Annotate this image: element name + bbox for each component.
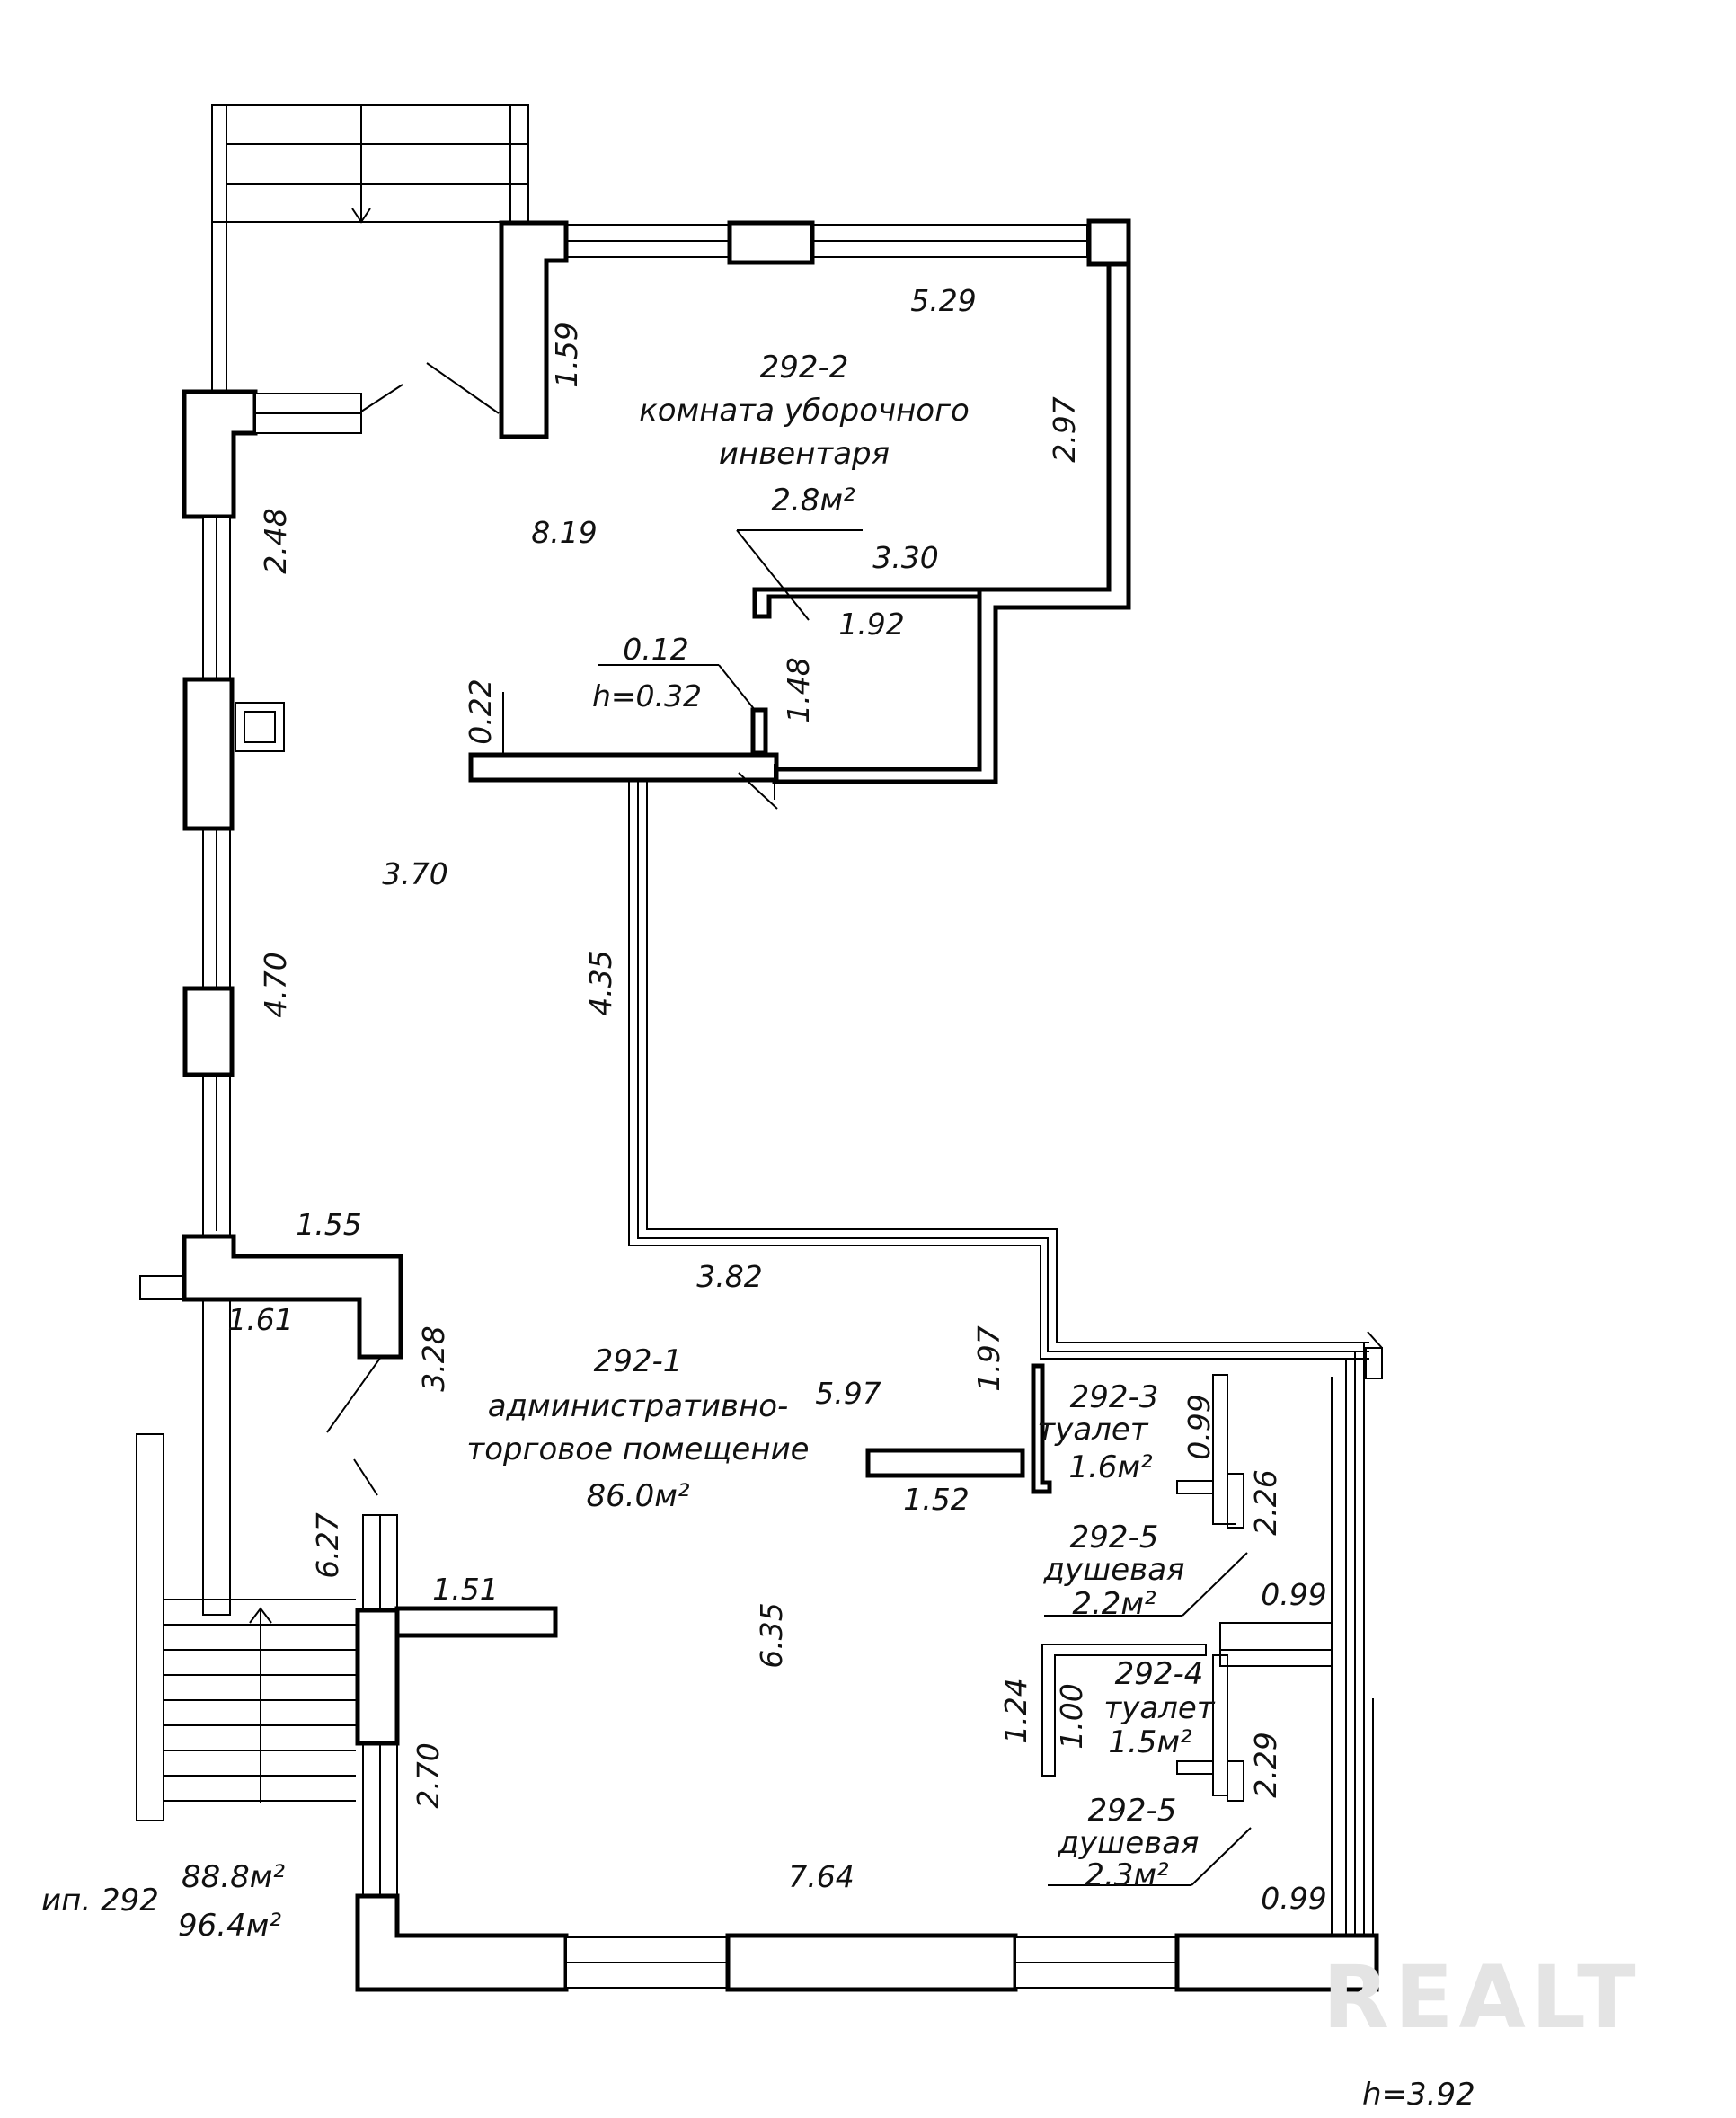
left-outer-wall — [139, 384, 403, 1616]
upper-wing-walls — [426, 218, 1131, 810]
svg-text:туалет: туалет — [1103, 1690, 1215, 1726]
leader-lines — [598, 529, 863, 711]
dim-6-35: 6.35 — [754, 1602, 789, 1668]
dim-3-28: 3.28 — [416, 1325, 451, 1391]
svg-text:1.5м²: 1.5м² — [1108, 1724, 1192, 1760]
footer-notes: ип. 292 88.8м² 96.4м² h=3.92 — [41, 1859, 1475, 2113]
dim-4-35: 4.35 — [583, 950, 618, 1015]
plan-id-label: ип. 292 — [41, 1883, 159, 1919]
bottom-outer-wall — [355, 1893, 1379, 1992]
dim-1-48: 1.48 — [781, 657, 816, 722]
svg-text:душевая: душевая — [1058, 1825, 1200, 1861]
dim-2-29: 2.29 — [1248, 1732, 1283, 1797]
room-292-4-label: 292-4 туалет 1.5м² — [1103, 1656, 1215, 1760]
svg-text:комната уборочного: комната уборочного — [639, 393, 970, 429]
dim-0-22: 0.22 — [463, 678, 498, 744]
dim-h-0-32: h=0.32 — [592, 678, 702, 713]
svg-text:2.3м²: 2.3м² — [1085, 1857, 1169, 1893]
svg-text:1.6м²: 1.6м² — [1068, 1449, 1153, 1485]
dimension-labels: 5.29 1.59 2.97 8.19 3.30 1.92 2.48 0.12 … — [227, 283, 1326, 1916]
dim-7-64: 7.64 — [788, 1859, 854, 1894]
ceiling-height: h=3.92 — [1362, 2077, 1475, 2113]
dim-0-99-a: 0.99 — [1182, 1394, 1217, 1459]
svg-text:туалет: туалет — [1037, 1412, 1148, 1448]
lower-staircase — [136, 1433, 356, 1821]
watermark-logo: REALT — [1323, 1947, 1642, 2048]
svg-text:2.8м²: 2.8м² — [771, 483, 855, 518]
dim-2-26: 2.26 — [1248, 1469, 1283, 1535]
main-door — [326, 1356, 382, 1496]
svg-text:292-4: 292-4 — [1115, 1656, 1204, 1692]
svg-text:292-5: 292-5 — [1070, 1520, 1159, 1555]
dim-8-19: 8.19 — [531, 515, 597, 550]
dim-2-97: 2.97 — [1047, 396, 1082, 462]
room-292-3-label: 292-3 туалет 1.6м² — [1037, 1379, 1158, 1485]
dim-6-27: 6.27 — [310, 1512, 345, 1578]
dim-1-92: 1.92 — [838, 607, 904, 642]
svg-text:административно-: административно- — [488, 1388, 789, 1424]
dim-0-12: 0.12 — [623, 632, 688, 667]
dim-1-24: 1.24 — [998, 1678, 1033, 1743]
dim-2-48: 2.48 — [258, 508, 293, 573]
room-292-5a-label: 292-5 душевая 2.2м² — [1043, 1520, 1185, 1622]
svg-text:292-3: 292-3 — [1070, 1379, 1159, 1415]
svg-text:292-1: 292-1 — [594, 1343, 683, 1379]
svg-text:инвентаря: инвентаря — [719, 436, 890, 472]
dim-4-70: 4.70 — [258, 952, 293, 1017]
dim-0-99-c: 0.99 — [1261, 1881, 1326, 1916]
dim-1-59: 1.59 — [549, 322, 584, 387]
top-staircase — [211, 104, 529, 398]
svg-text:292-5: 292-5 — [1088, 1793, 1177, 1829]
room-292-5b-label: 292-5 душевая 2.3м² — [1058, 1793, 1200, 1893]
lower-left-wall — [355, 1514, 558, 1906]
central-double-wall — [628, 780, 1369, 1360]
dim-3-30: 3.30 — [872, 540, 938, 575]
room-292-2-label: 292-2 комната уборочного инвентаря 2.8м² — [639, 350, 970, 518]
svg-text:душевая: душевая — [1043, 1552, 1185, 1588]
svg-text:2.2м²: 2.2м² — [1072, 1586, 1156, 1622]
dim-5-97: 5.97 — [815, 1376, 881, 1411]
dim-3-70: 3.70 — [382, 856, 447, 891]
total-area-1: 88.8м² — [182, 1859, 285, 1895]
dim-1-51: 1.51 — [432, 1572, 498, 1607]
total-area-2: 96.4м² — [178, 1908, 281, 1944]
dim-5-29: 5.29 — [910, 283, 976, 318]
svg-text:292-2: 292-2 — [760, 350, 849, 385]
svg-text:торговое помещение: торговое помещение — [466, 1431, 809, 1467]
dim-1-61: 1.61 — [227, 1302, 293, 1337]
dim-1-52: 1.52 — [903, 1482, 969, 1517]
sanitary-partitions — [865, 1363, 1333, 1886]
dim-1-55: 1.55 — [296, 1207, 361, 1242]
dim-1-00: 1.00 — [1054, 1683, 1089, 1749]
svg-text:86.0м²: 86.0м² — [587, 1478, 690, 1514]
dim-3-82: 3.82 — [696, 1259, 762, 1294]
dim-2-70: 2.70 — [411, 1742, 446, 1808]
dim-1-97: 1.97 — [971, 1325, 1006, 1391]
dim-0-99-b: 0.99 — [1261, 1577, 1326, 1612]
right-side-walls — [1331, 1331, 1383, 1937]
room-292-1-label: 292-1 административно- торговое помещени… — [466, 1343, 809, 1514]
